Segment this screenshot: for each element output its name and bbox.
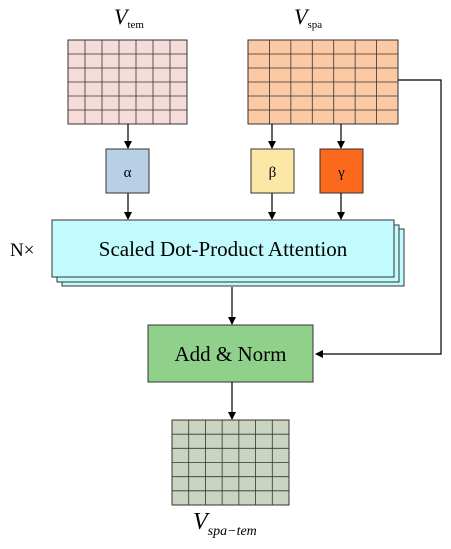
v-spa-matrix (247, 39, 399, 125)
attention-label: Scaled Dot-Product Attention (99, 237, 348, 261)
add-norm-box: Add & Norm (147, 324, 314, 383)
attention-box (51, 219, 395, 278)
residual-arrow (315, 79, 442, 358)
add-norm-label: Add & Norm (175, 342, 287, 366)
gamma-box: γ (319, 148, 364, 194)
v-spa-tem-label: Vspa−tem (193, 509, 257, 539)
alpha-box: α (105, 148, 150, 194)
alpha-label: α (124, 165, 132, 181)
output-matrix (171, 419, 290, 506)
attention-stack: Scaled Dot-Product Attention (51, 219, 405, 287)
beta-label: β (269, 165, 277, 181)
repeat-label: N× (10, 240, 34, 261)
beta-box: β (250, 148, 295, 194)
v-tem-label: Vtem (114, 4, 144, 31)
gamma-label: γ (337, 165, 345, 181)
v-tem-matrix (67, 39, 188, 125)
v-spa-label: Vspa (294, 4, 322, 31)
